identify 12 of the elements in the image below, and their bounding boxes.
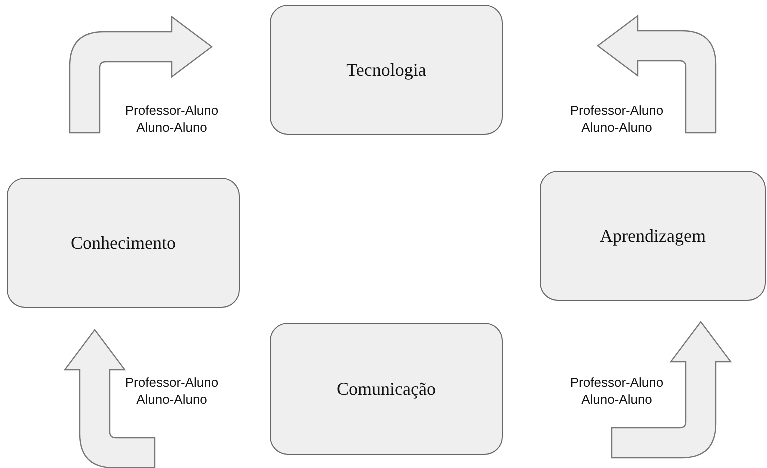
- rounded-box: [7, 178, 240, 308]
- relation-label: Professor-Aluno Aluno-Aluno: [124, 102, 220, 136]
- rounded-box: [270, 5, 503, 135]
- rounded-box: [270, 323, 503, 455]
- box-label: Tecnologia: [346, 60, 426, 80]
- relation-label: Professor-Aluno Aluno-Aluno: [124, 374, 220, 408]
- box-label: Aprendizagem: [600, 226, 706, 246]
- box-label: Conhecimento: [71, 232, 176, 254]
- relation-label: Professor-Aluno Aluno-Aluno: [569, 102, 665, 136]
- rounded-box: [540, 171, 766, 301]
- relation-label: Professor-Aluno Aluno-Aluno: [569, 374, 665, 408]
- box-label: Comunicação: [337, 378, 436, 400]
